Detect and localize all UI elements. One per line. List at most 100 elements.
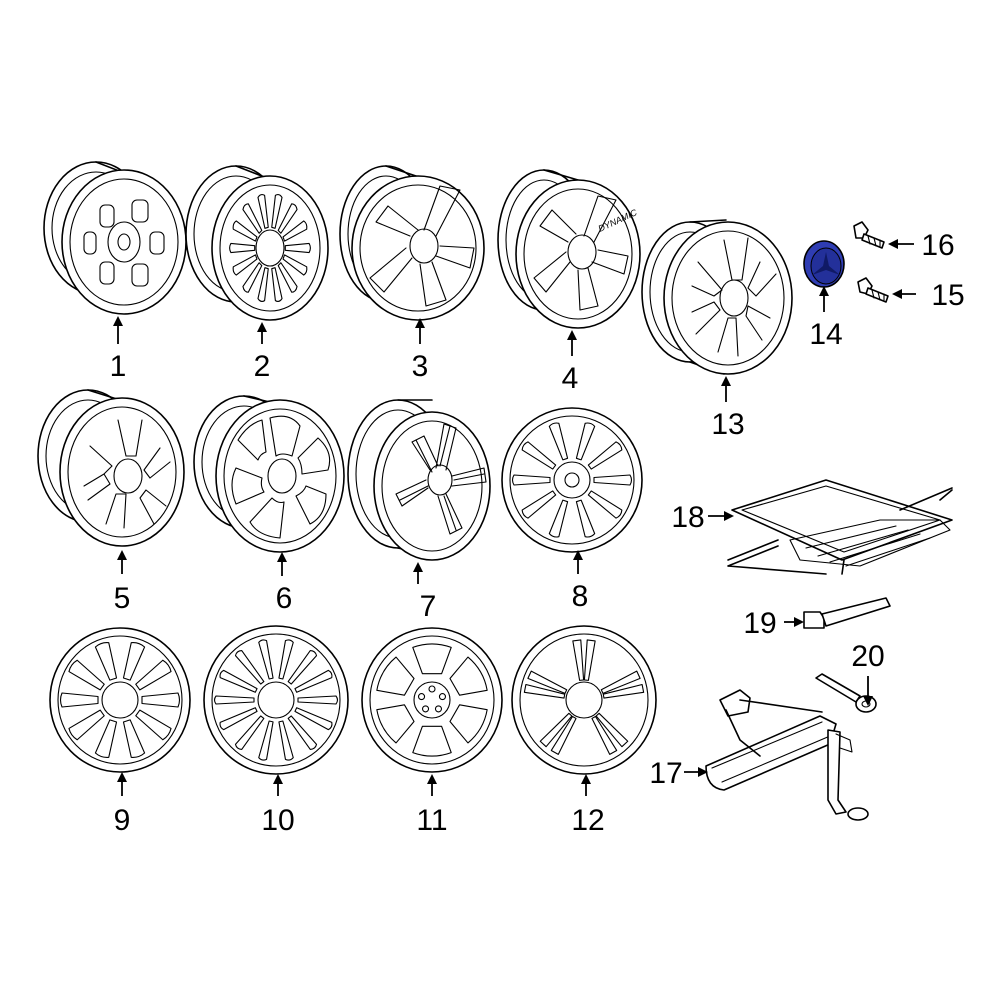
callout-7[interactable]: 7 xyxy=(420,590,437,623)
wheel-5[interactable] xyxy=(37,389,185,547)
callout-18[interactable]: 18 xyxy=(671,501,704,534)
wheel-2-spoke xyxy=(277,203,298,234)
wheel-11[interactable] xyxy=(361,627,503,773)
callout-8[interactable]: 8 xyxy=(572,580,589,613)
wheel-11-lug-hole xyxy=(417,693,426,701)
wheel-2-spoke xyxy=(277,262,298,293)
wheel-13[interactable] xyxy=(641,219,793,375)
callout-14[interactable]: 14 xyxy=(809,318,842,351)
wheel-2-spoke xyxy=(229,242,256,254)
wheel-9-spoke xyxy=(68,659,105,691)
wheel-12-spoke xyxy=(591,715,618,755)
wheel-11-lug-hole xyxy=(421,705,430,713)
wheel-11-lug-hole xyxy=(428,685,436,693)
tow-eye-20[interactable] xyxy=(815,673,877,713)
wheel-9-spoke xyxy=(122,642,146,681)
wheel-12-spoke xyxy=(602,683,645,699)
emblem-cap-14[interactable] xyxy=(803,240,845,288)
callout-16[interactable]: 16 xyxy=(921,229,954,262)
wheel-11-lug-hole xyxy=(438,693,447,701)
wheel-8-spoke xyxy=(511,474,551,486)
callout-11[interactable]: 11 xyxy=(416,804,447,837)
wheel-8-spoke xyxy=(587,490,623,519)
callout-6[interactable]: 6 xyxy=(276,582,293,615)
wheel-10[interactable] xyxy=(203,625,349,775)
wheel-2-spoke xyxy=(257,194,269,229)
wheel-11-window xyxy=(449,656,488,696)
callout-9[interactable]: 9 xyxy=(114,804,131,837)
wheel-10-spoke xyxy=(278,639,294,680)
wheel-7[interactable] xyxy=(347,399,491,561)
wrench-19[interactable] xyxy=(803,597,891,629)
wheel-10-spoke xyxy=(213,695,255,705)
wheel-8-spoke xyxy=(548,499,569,538)
callout-3[interactable]: 3 xyxy=(412,350,429,383)
wheel-2-spoke xyxy=(257,267,269,302)
wheel-2[interactable] xyxy=(185,165,329,321)
wheel-6[interactable] xyxy=(193,395,345,553)
callout-10[interactable]: 10 xyxy=(261,804,294,837)
wheel-9-spoke xyxy=(94,719,118,758)
wheel-10-spoke xyxy=(219,669,258,693)
wheel-12[interactable] xyxy=(511,625,657,775)
wheel-12-spoke xyxy=(550,715,577,755)
wheel-9-spoke xyxy=(94,642,118,681)
wheel-12-spoke xyxy=(595,712,629,748)
callout-labels: 1 2 3 4 5 6 7 8 9 10 11 12 13 14 15 16 1… xyxy=(110,229,965,837)
wheel-11-window xyxy=(376,656,415,696)
wheel-2-spoke xyxy=(282,254,308,276)
wheel-12-spoke xyxy=(539,712,573,748)
wheel-9-spoke xyxy=(141,692,181,708)
callout-5[interactable]: 5 xyxy=(114,582,131,615)
wheel-11-lug-hole xyxy=(434,705,443,713)
wheel-10-spoke xyxy=(219,707,258,731)
wheel-2-spoke xyxy=(232,254,258,276)
wheel-10-spoke xyxy=(234,650,265,685)
jack-17[interactable] xyxy=(705,689,869,821)
wheel-12-spoke xyxy=(572,639,585,681)
callout-4[interactable]: 4 xyxy=(562,362,579,395)
wheel-12-spoke xyxy=(600,670,641,694)
callout-2[interactable]: 2 xyxy=(254,350,271,383)
wheel-9-spoke xyxy=(135,659,172,691)
callout-1[interactable]: 1 xyxy=(110,350,127,383)
callout-12[interactable]: 12 xyxy=(571,804,604,837)
wheel-8-spoke xyxy=(575,499,596,538)
callout-20[interactable]: 20 xyxy=(851,640,884,673)
bolt-15[interactable] xyxy=(857,277,889,303)
wheel-2-spoke xyxy=(242,203,263,234)
wheel-11-window xyxy=(412,725,452,757)
wheel-3[interactable] xyxy=(339,165,485,321)
wheel-10-spoke xyxy=(297,695,339,705)
bolt-16[interactable] xyxy=(853,221,885,249)
wheel-8-spoke xyxy=(593,474,633,486)
callout-17[interactable]: 17 xyxy=(649,757,682,790)
wheel-10-spoke xyxy=(234,715,265,750)
wheel-8-spoke xyxy=(521,490,557,519)
wheel-2-spoke xyxy=(284,242,311,254)
wheel-11-window xyxy=(376,704,415,744)
wheel-11-window xyxy=(449,704,488,744)
wheel-9-spoke xyxy=(122,719,146,758)
wheel-8-spoke xyxy=(548,422,569,461)
wheel-4[interactable]: DYNAMIC xyxy=(497,169,641,329)
wheel-12-spoke xyxy=(527,670,568,694)
wheel-8[interactable] xyxy=(501,407,643,553)
cargo-mat-18[interactable] xyxy=(727,479,953,575)
wheel-8-spoke xyxy=(575,422,596,461)
wheel-9-spoke xyxy=(68,709,105,741)
wheel-2-spoke xyxy=(282,220,308,242)
wheel-10-spoke xyxy=(287,715,318,750)
wheel-1[interactable] xyxy=(43,161,187,315)
wheel-11-window xyxy=(412,643,452,675)
callout-19[interactable]: 19 xyxy=(743,607,776,640)
wheel-10-spoke xyxy=(294,707,333,731)
wheel-2-spoke xyxy=(242,262,263,293)
callout-13[interactable]: 13 xyxy=(711,408,744,441)
wheel-8-spoke xyxy=(521,441,557,470)
wheel-8-spoke xyxy=(587,441,623,470)
callout-15[interactable]: 15 xyxy=(931,279,964,312)
wheel-9-spoke xyxy=(59,692,99,708)
callout-leaders xyxy=(113,239,916,796)
wheel-9[interactable] xyxy=(49,627,191,773)
